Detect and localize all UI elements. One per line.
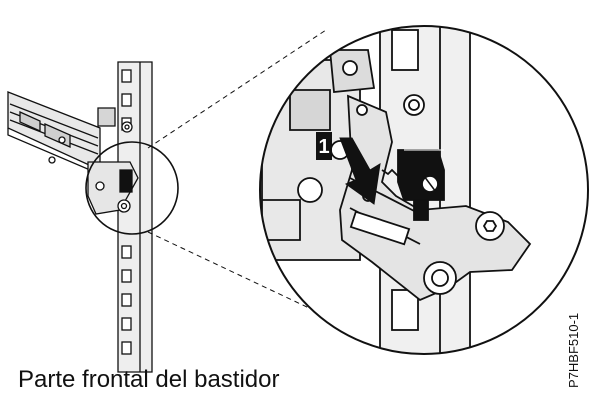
figure-caption: Parte frontal del bastidor bbox=[18, 366, 280, 393]
zoom-callout bbox=[260, 26, 588, 354]
overview-drawing bbox=[7, 61, 179, 373]
slide-rail bbox=[7, 91, 101, 172]
zoom-connector-lines bbox=[147, 29, 327, 317]
thumbscrew bbox=[397, 149, 445, 221]
step-indicator: 1 bbox=[316, 132, 381, 205]
bracket bbox=[87, 107, 139, 215]
slide-rail-magnified bbox=[261, 59, 361, 261]
zoom-callout-border bbox=[259, 25, 589, 355]
step-number: 1 bbox=[318, 136, 329, 158]
zoom-source-circle bbox=[85, 141, 179, 235]
step-number-badge bbox=[316, 132, 332, 160]
latch-bracket bbox=[339, 94, 532, 302]
down-arrow-icon bbox=[339, 137, 381, 205]
rack-rail bbox=[117, 61, 153, 373]
figure-id: P7HBF510-1 bbox=[566, 312, 581, 388]
